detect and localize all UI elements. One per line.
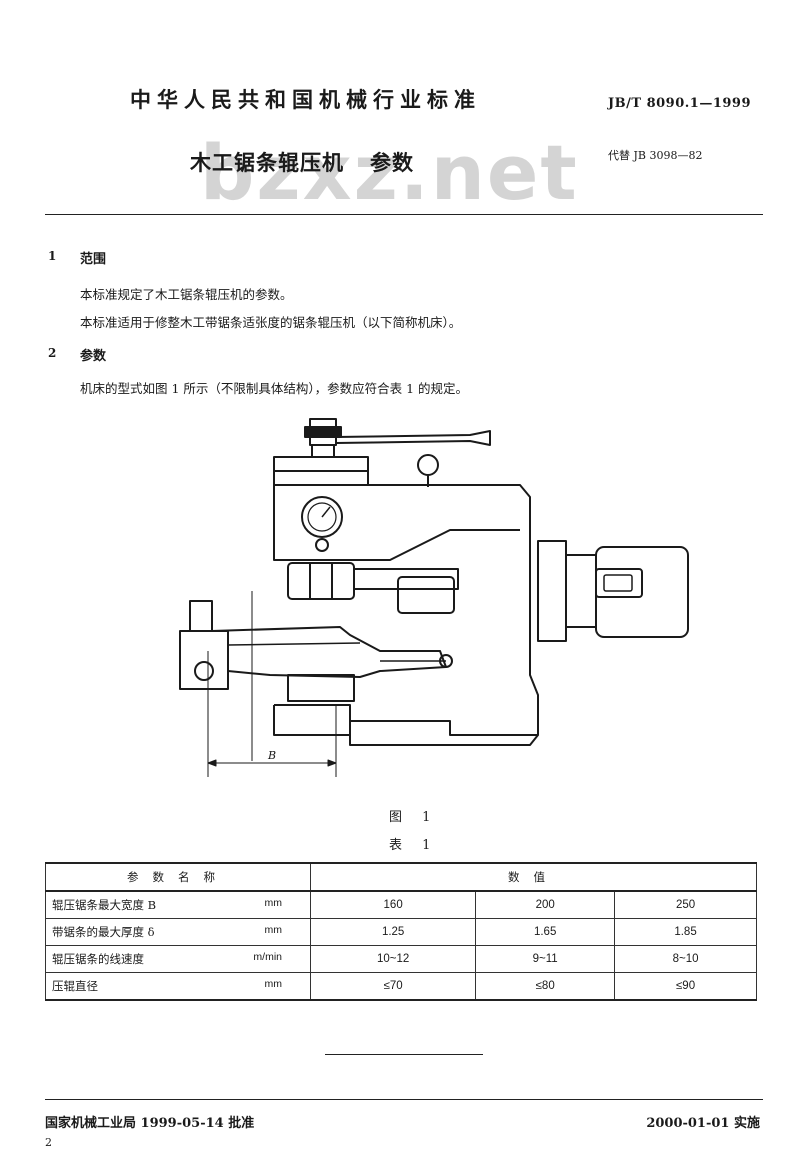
parameter-name-cell: 压辊直径 mm (45, 972, 311, 1001)
value-cell: 9~11 (475, 945, 616, 973)
dimension-label-b: B (267, 749, 276, 762)
document-title: 木工锯条辊压机 参数 (190, 147, 414, 177)
upper-roller (287, 562, 355, 600)
footer-divider (45, 1099, 763, 1100)
watermark: bzxz.net (200, 128, 579, 217)
section-2-number: 2 (48, 346, 57, 360)
guide-knob (194, 661, 214, 681)
motor-coupling (565, 554, 597, 628)
value-cell: 8~10 (614, 945, 757, 973)
header-values: 数值 (310, 862, 757, 892)
lower-roller (287, 674, 355, 702)
organization-title: 中华人民共和国机械行业标准 (130, 87, 481, 112)
value-cell: 250 (614, 890, 757, 919)
table-row: 辊压锯条最大宽度 B mm 160 200 250 (45, 890, 757, 919)
roller-shaft (353, 568, 459, 590)
approval-line: 国家机械工业局 1999-05-14 批准 (45, 1116, 255, 1131)
value-cell: ≤90 (614, 972, 757, 1001)
value-cell: 200 (475, 890, 616, 919)
dimension-arrow-right (327, 759, 337, 767)
value-cell: 10~12 (309, 945, 477, 973)
machine-frame (274, 484, 539, 736)
parameter-name: 压辊直径 (52, 979, 98, 993)
parameter-name-cell: 带锯条的最大厚度 δ mm (45, 918, 311, 946)
section-1-title: 范围 (80, 252, 107, 267)
gauge-dial (307, 502, 337, 532)
table-row: 辊压锯条的线速度 m/min 10~12 9~11 8~10 (45, 945, 757, 973)
gauge-needle (321, 506, 331, 518)
value-cell: 160 (309, 890, 477, 919)
parameter-name: 辊压锯条的线速度 (52, 952, 144, 966)
dimension-arrow-left (207, 759, 217, 767)
parameter-name-cell: 辊压锯条的线速度 m/min (45, 945, 311, 973)
base-left (273, 705, 351, 736)
pressure-gauge (301, 496, 343, 538)
lifting-eye (417, 454, 439, 476)
section-2-title: 参数 (80, 349, 107, 364)
standard-number: JB/T 8090.1—1999 (608, 96, 752, 111)
parameter-name: 辊压锯条最大宽度 B (52, 898, 157, 912)
top-cover-plate (273, 456, 369, 472)
value-cell: 1.25 (309, 918, 477, 946)
section-1-paragraph-1: 本标准规定了木工锯条辊压机的参数。 (80, 287, 293, 302)
parameter-unit: mm (264, 978, 283, 990)
replaces-note: 代替 JB 3098—82 (608, 149, 703, 162)
handle-stem (311, 444, 335, 458)
value-cell: 1.65 (475, 918, 616, 946)
guide-post (189, 600, 213, 632)
top-cover-lower (273, 470, 369, 486)
parameter-unit: mm (264, 897, 283, 909)
value-cell: 1.85 (614, 918, 757, 946)
document-title-main: 木工锯条辊压机 (190, 150, 344, 175)
work-table (211, 626, 447, 678)
section-2-paragraph-1: 机床的型式如图 1 所示（不限制具体结构），参数应符合表 1 的规定。 (80, 381, 469, 396)
header-parameter-name: 参数名称 (45, 862, 311, 892)
table-caption: 表 1 (389, 838, 439, 853)
section-1-number: 1 (48, 249, 57, 263)
value-cell: ≤70 (309, 972, 477, 1001)
value-cell: ≤80 (475, 972, 616, 1001)
gear-box (397, 576, 455, 614)
end-rule (325, 1054, 483, 1055)
table-header-row: 参数名称 数值 (45, 862, 757, 892)
table-row: 压辊直径 mm ≤70 ≤80 ≤90 (45, 972, 757, 1001)
parameter-unit: mm (264, 924, 283, 936)
parameter-name: 带锯条的最大厚度 δ (52, 925, 155, 939)
table-edge (227, 642, 361, 646)
implementation-date: 2000-01-01 实施 (646, 1116, 760, 1131)
document-title-sub: 参数 (370, 150, 414, 175)
section-1-paragraph-2: 本标准适用于修整木工带锯条适张度的锯条辊压机（以下简称机床）。 (80, 315, 462, 330)
parameters-table: 参数名称 数值 辊压锯条最大宽度 B mm 160 200 250 带锯条的最大厚… (45, 862, 757, 1001)
lever-arm (335, 430, 491, 446)
motor-flange (537, 540, 567, 642)
page-number: 2 (45, 1136, 52, 1149)
figure-caption: 图 1 (389, 810, 439, 825)
terminal-box (595, 568, 643, 598)
guide-block (179, 630, 229, 690)
header-divider (45, 214, 763, 215)
upper-housing (273, 485, 520, 561)
parameter-unit: m/min (253, 951, 282, 963)
feed-handwheel (439, 654, 453, 668)
machine-base (349, 734, 539, 746)
machine-drawing: B (179, 418, 689, 777)
table-row: 带锯条的最大厚度 δ mm 1.25 1.65 1.85 (45, 918, 757, 946)
gauge-valve (315, 538, 329, 552)
handle-clamp (304, 426, 342, 438)
terminal-plate (603, 574, 633, 592)
parameter-name-cell: 辊压锯条最大宽度 B mm (45, 890, 311, 919)
